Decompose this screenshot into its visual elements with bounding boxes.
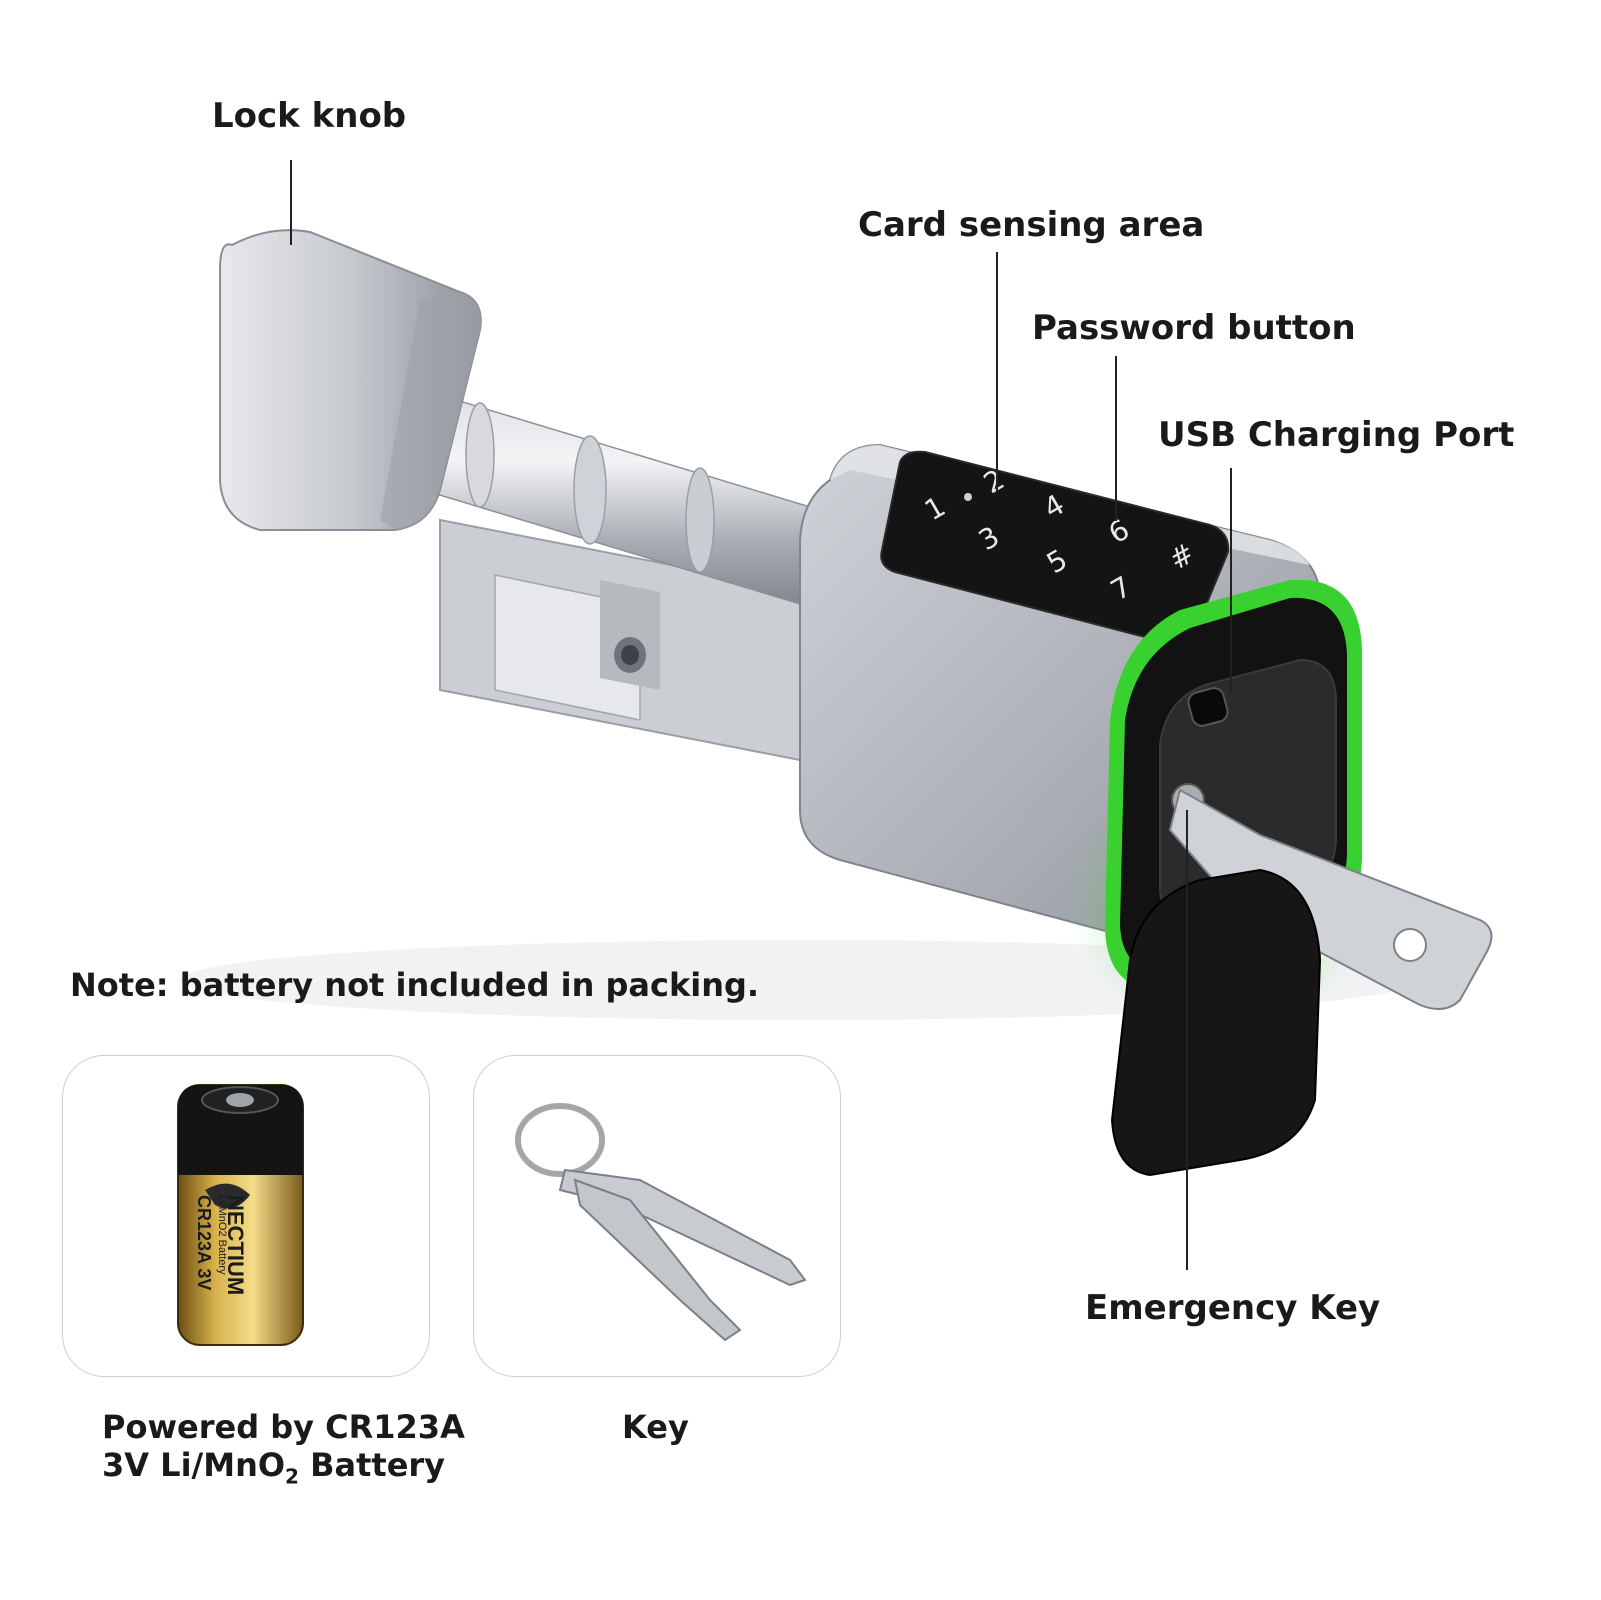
lock-knob-shape [219,229,482,531]
battery-caption-line2: 3V Li/MnO2 Battery [102,1446,465,1495]
emergency-key-shape [1168,788,1493,1010]
leader-card-sensing-area [996,252,998,492]
battery-caption-line2-sub: 2 [285,1464,299,1489]
battery-caption-line2-suffix: Battery [298,1446,446,1484]
battery-caption-line1: Powered by CR123A [102,1408,465,1446]
battery-caption-line2-prefix: 3V Li/MnO [102,1446,286,1484]
usb-port [1187,687,1229,727]
key-panel [473,1055,841,1377]
card-sensor-dot [964,493,972,501]
callout-lock-knob: Lock knob [212,96,407,136]
callout-card-sensing-area: Card sensing area [858,205,1205,245]
leader-password-button [1115,356,1117,521]
battery-panel [62,1055,430,1377]
cam-housing [439,518,801,762]
callout-usb-charging-port: USB Charging Port [1158,415,1515,455]
callout-emergency-key: Emergency Key [1085,1288,1381,1328]
leader-emergency-key [1186,810,1188,1270]
leader-usb-charging-port [1230,468,1232,693]
leader-lock-knob [290,160,292,245]
battery-caption: Powered by CR123A 3V Li/MnO2 Battery [102,1408,465,1495]
packing-note: Note: battery not included in packing. [70,966,760,1004]
key-caption: Key [622,1408,689,1446]
rubber-flap [1110,868,1322,1177]
callout-password-button: Password button [1032,308,1356,348]
